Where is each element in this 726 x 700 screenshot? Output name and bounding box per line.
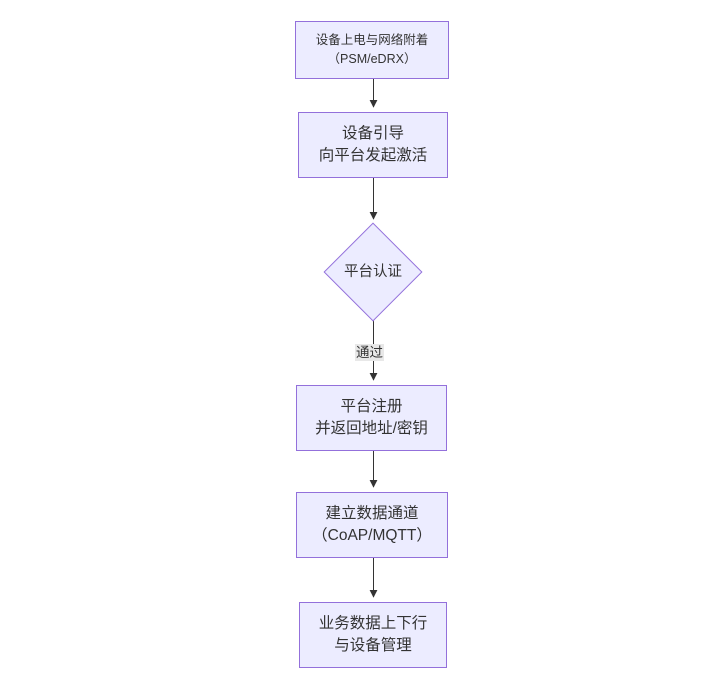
node-power-attach: 设备上电与网络附着 （PSM/eDRX） (295, 21, 449, 79)
node-bootstrap-line2: 向平台发起激活 (318, 147, 428, 164)
node-business-line1: 业务数据上下行 (318, 615, 428, 632)
node-channel: 建立数据通道 （CoAP/MQTT） (296, 492, 448, 558)
decision-auth-label: 平台认证 (344, 264, 402, 280)
node-business: 业务数据上下行 与设备管理 (299, 602, 447, 668)
node-channel-line2: （CoAP/MQTT） (312, 527, 432, 544)
node-register: 平台注册 并返回地址/密钥 (296, 385, 447, 451)
node-bootstrap-line1: 设备引导 (341, 125, 404, 142)
node-power-attach-line2: （PSM/eDRX） (327, 52, 417, 66)
edge-label-pass: 通过 (355, 344, 384, 361)
node-power-attach-line1: 设备上电与网络附着 (315, 33, 429, 47)
node-channel-line1: 建立数据通道 (325, 505, 419, 522)
node-register-line1: 平台注册 (340, 398, 403, 415)
node-register-line2: 并返回地址/密钥 (315, 420, 428, 437)
node-business-line2: 与设备管理 (334, 637, 412, 654)
node-bootstrap: 设备引导 向平台发起激活 (298, 112, 448, 178)
